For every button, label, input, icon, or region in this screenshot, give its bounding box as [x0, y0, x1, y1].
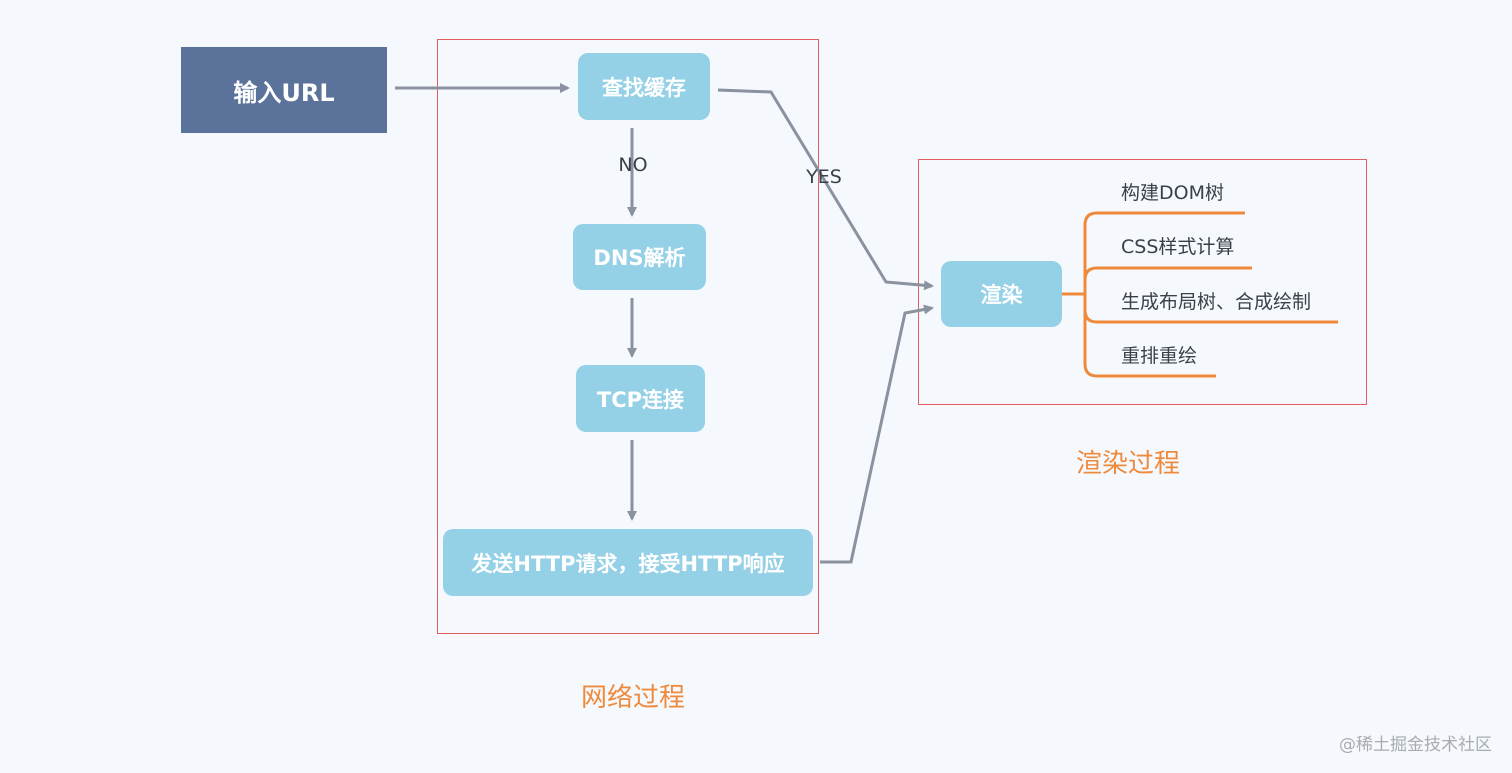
render-step: 生成布局树、合成绘制: [1121, 291, 1312, 313]
find-cache-node: 查找缓存: [578, 53, 710, 120]
render-process-frame: [918, 159, 1367, 405]
network-process-frame: [437, 39, 819, 634]
watermark: @稀土掘金技术社区: [1339, 735, 1492, 755]
arrow-http-to-render: [820, 304, 934, 564]
render-step: 构建DOM树: [1121, 182, 1224, 204]
http-node: 发送HTTP请求，接受HTTP响应: [443, 529, 813, 596]
render-process-label: 渲染过程: [1075, 449, 1181, 479]
render-step: 重排重绘: [1121, 345, 1198, 367]
yes-label: YES: [806, 166, 842, 188]
tcp-node: TCP连接: [576, 365, 705, 432]
input-url-node: 输入URL: [181, 47, 387, 133]
network-process-label: 网络过程: [580, 683, 686, 713]
render-step: CSS样式计算: [1121, 236, 1235, 258]
no-label: NO: [618, 154, 648, 176]
arrow-cache-to-render: [717, 88, 934, 291]
dns-node: DNS解析: [573, 224, 706, 290]
render-branches: [1062, 211, 1338, 378]
render-node: 渲染: [941, 261, 1062, 327]
